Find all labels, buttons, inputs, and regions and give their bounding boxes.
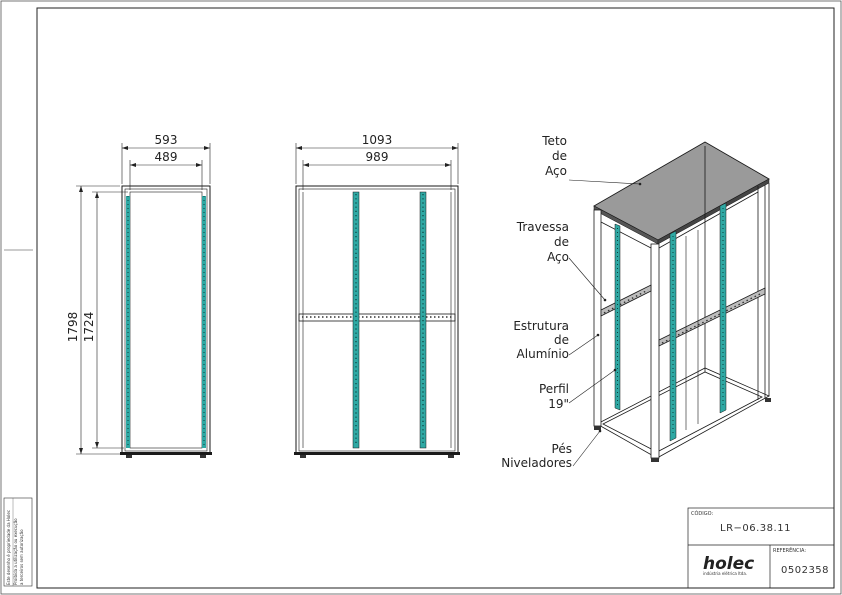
- dim-inner-height: 1724: [82, 312, 96, 343]
- leveling-foot-2: [651, 458, 659, 462]
- ownership-note-line-1: Este desenho é propriedade da Holec: [6, 510, 11, 585]
- front-dimension-lines: [295, 143, 459, 190]
- title-block: [687, 507, 835, 589]
- holec-logo: holec: [703, 554, 754, 574]
- callout-feet-line-2: Niveladores: [501, 456, 572, 470]
- dim-side-inner-width: 489: [155, 150, 178, 164]
- dim-front-inner-width: 989: [366, 150, 389, 164]
- callout-crossbar-line-2: de: [554, 235, 569, 249]
- reference-value: 0502358: [781, 565, 829, 576]
- callout-roof-line-2: de: [552, 149, 567, 163]
- callout-crossbar: Travessa de Aço: [516, 220, 569, 264]
- roof-panel: [593, 141, 770, 241]
- side-view: [120, 185, 212, 458]
- callout-frame: Estrutura de Alumínio: [513, 319, 569, 361]
- ownership-note-line-3: a terceiros sem autorização: [19, 529, 24, 585]
- code-value: LR−06.38.11: [720, 523, 791, 534]
- ownership-note-line-2: Proibida a utilização ou execução: [13, 518, 18, 585]
- code-label: CÓDIGO:: [691, 510, 713, 517]
- callout-crossbar-line-3: Aço: [547, 250, 569, 264]
- front-dimension-arrows: [296, 146, 458, 167]
- callout-roof-line-1: Teto: [541, 134, 567, 148]
- dim-front-outer-width: 1093: [362, 133, 393, 147]
- front-view: [294, 185, 460, 458]
- callout-crossbar-line-1: Travessa: [516, 220, 569, 234]
- callout-roof-line-3: Aço: [545, 164, 567, 178]
- logo-tagline: indústria elétrica ltda.: [703, 571, 747, 576]
- callout-feet-line-1: Pés: [552, 442, 572, 456]
- leveling-foot-3: [765, 398, 771, 402]
- callout-frame-line-2: de: [554, 333, 569, 347]
- side-dimension-lines: [76, 143, 211, 455]
- dim-outer-height: 1798: [66, 312, 80, 343]
- ownership-note: Este desenho é propriedade da Holec Proi…: [3, 497, 33, 587]
- drawing-frame: [36, 7, 835, 589]
- callout-frame-line-3: Alumínio: [517, 347, 569, 361]
- callout-leaders: [568, 179, 641, 467]
- dim-side-outer-width: 593: [155, 133, 178, 147]
- side-dimension-arrows: [79, 146, 210, 454]
- callout-profile: Perfil 19": [539, 382, 569, 411]
- callout-profile-line-1: Perfil: [539, 382, 569, 396]
- callout-frame-line-1: Estrutura: [513, 319, 569, 333]
- callout-profile-line-2: 19": [548, 397, 569, 411]
- isometric-view: [593, 141, 771, 462]
- side-profile-right: [202, 196, 206, 448]
- callout-feet: Pés Niveladores: [501, 442, 572, 470]
- callout-roof: Teto de Aço: [541, 134, 567, 178]
- reference-label: REFERÊNCIA:: [773, 546, 806, 554]
- side-profile-left: [126, 196, 130, 448]
- leveling-foot-1: [594, 426, 601, 430]
